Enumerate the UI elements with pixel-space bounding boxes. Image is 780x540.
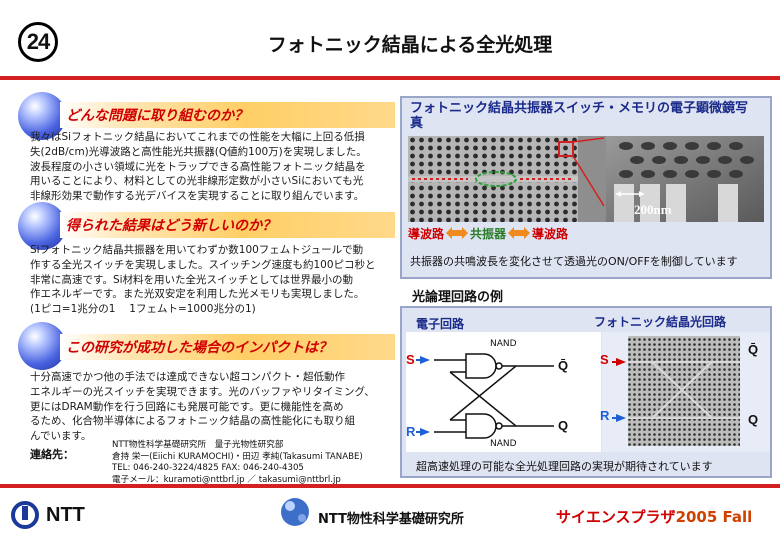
text-line: Siフォトニック結晶共振器を用いてわずか数100フェムトジュールで動 [30,244,364,256]
text-line: 十分高速でかつ他の手法では達成できない超コンパクト・超低動作 [30,371,345,383]
text-line: 更にはDRAM動作を行う回路にも発展可能です。更に機能性を高め [30,400,344,413]
section-orb-icon [18,92,66,140]
nand-gate-label: NAND [490,439,517,449]
section-heading: この研究が成功した場合のインパクトは？ [66,340,332,356]
event-title: サイエンスプラザ [556,508,676,526]
footer-divider [0,484,780,488]
waveguide-right-label: 導波路 [532,226,569,241]
logic-section-title: 光論理回路の例 [412,290,504,305]
header-divider [0,76,780,80]
q-output-label: Q [558,418,569,433]
reset-input-label: R [600,408,610,423]
micrograph-panel: フォトニック結晶共振器スイッチ・メモリの電子顕微鏡写 真 [400,96,772,279]
section-body: 我々はSiフォトニック結晶においてこれまでの性能を大幅に上回る低損 失(2dB/… [30,130,395,204]
photonic-circuit-diagram: S R Q̄ Q [600,332,770,452]
q-bar-output-label: Q̄ [558,358,569,373]
contact-block: NTT物性科学基礎研究所 量子光物性研究部 倉持 栄一(Eiichi KURAM… [112,440,392,486]
sem-image [408,136,764,222]
micrograph-panel-title: フォトニック結晶共振器スイッチ・メモリの電子顕微鏡写 真 [410,101,766,131]
set-input-label: S [406,352,415,367]
text-line: 作エネルギーです。また光双安定を利用した光メモリも実現しました。 [30,288,365,301]
resonator-label: 共振器 [470,226,507,241]
set-input-label: S [600,352,609,367]
footer-lab-name: NTT物性科学基礎研究所 [318,512,464,527]
ntt-logo: NTT [10,500,85,530]
section-orb-icon [18,202,66,250]
waveguide-label-row: 導波路 共振器 導波路 [408,224,608,242]
text-line: 失(2dB/cm)光導波路と高性能光共振器(Q値約100万)を実現しました。 [30,145,367,158]
ntt-logo-icon [11,501,39,529]
scale-bar-label: 200nm [634,202,672,217]
text-line: (1ピコ=1兆分の1 1フェムト=1000兆分の1) [30,303,256,316]
photonic-circuit-label: フォトニック結晶光回路 [594,315,727,329]
sr-latch-schematic [416,353,554,439]
text-line: るため、化合物半導体によるフォトニック結晶の高性能化にも取り組 [30,415,356,428]
section-heading: 得られた結果はどう新しいのか？ [66,218,276,234]
contact-line: TEL: 046-240-3224/4825 FAX: 046-240-4305 [112,463,304,473]
page-title: フォトニック結晶による全光処理 [267,34,553,56]
text-line: 我々はSiフォトニック結晶においてこれまでの性能を大幅に上回る低損 [30,131,365,143]
slide-number: 24 [18,22,58,62]
section-body: 十分高速でかつ他の手法では達成できない超コンパクト・超低動作 エネルギーの光スイ… [30,370,395,444]
text-line: 非常に高速です。Si材料を用いた全光スイッチとしては世界最小の動 [30,273,354,286]
nand-gate-label: NAND [490,339,517,349]
footer-event-name: サイエンスプラザ2005 Fall [556,506,752,527]
double-arrow-icon [446,227,469,239]
text-line: んでいます。 [30,430,92,443]
micrograph-title-line: 真 [410,116,424,131]
logic-panel: 電子回路 フォトニック結晶光回路 NAND NAND S R [400,306,772,478]
text-line: 用いることにより、材料としての光非線形定数が小さいSiにおいても光 [30,175,364,188]
waveguide-left-label: 導波路 [408,226,445,241]
contact-line: 電子メール：kuramoti@nttbrl.jp ／ takasumi@nttb… [112,474,341,485]
text-line: エネルギーの光スイッチを実現できます。光のバッファやリタイミング、 [30,385,375,398]
ntt-logo-text: NTT [46,503,85,526]
section-body: Siフォトニック結晶共振器を用いてわずか数100フェムトジュールで動 作する全光… [30,243,395,317]
micrograph-title-line: フォトニック結晶共振器スイッチ・メモリの電子顕微鏡写 [410,101,749,116]
logic-caption: 超高速処理の可能な全光処理回路の実現が期待されています [416,460,713,473]
electronic-circuit-diagram: NAND NAND S R Q̄ Q [406,332,601,452]
section-heading-bar: 得られた結果はどう新しいのか？ [60,212,395,238]
section-orb-icon [18,322,66,370]
micrograph-caption: 共振器の共鳴波長を変化させて透過光のON/OFFを制御しています [410,255,738,268]
contact-label: 連絡先： [30,448,74,461]
q-bar-output-label: Q̄ [748,342,759,357]
event-season: 2005 Fall [675,508,753,526]
section-heading-bar: この研究が成功した場合のインパクトは？ [60,334,395,360]
lab-emblem-icon [278,492,312,536]
sem-micrograph: 200nm [408,136,764,222]
photonic-circuit-image [612,336,740,446]
text-line: 作する全光スイッチを実現しました。スイッチング速度も約100ピコ秒と [30,258,376,271]
section-heading-bar: どんな問題に取り組むのか？ [60,102,395,128]
q-output-label: Q [748,412,759,427]
text-line: 波長程度の小さい領域に光をトラップできる高性能フォトニック結晶を [30,160,366,173]
text-line: 非線形効果で動作する光デバイスを実現することに取り組んでいます。 [30,190,365,203]
contact-line: NTT物性科学基礎研究所 量子光物性研究部 [112,440,284,450]
double-arrow-icon [508,227,531,239]
electronic-circuit-label: 電子回路 [416,317,465,331]
contact-line: 倉持 栄一(Eiichi KURAMOCHI)・田辺 孝純(Takasumi T… [112,451,363,462]
reset-input-label: R [406,424,416,439]
section-heading: どんな問題に取り組むのか？ [66,108,248,124]
